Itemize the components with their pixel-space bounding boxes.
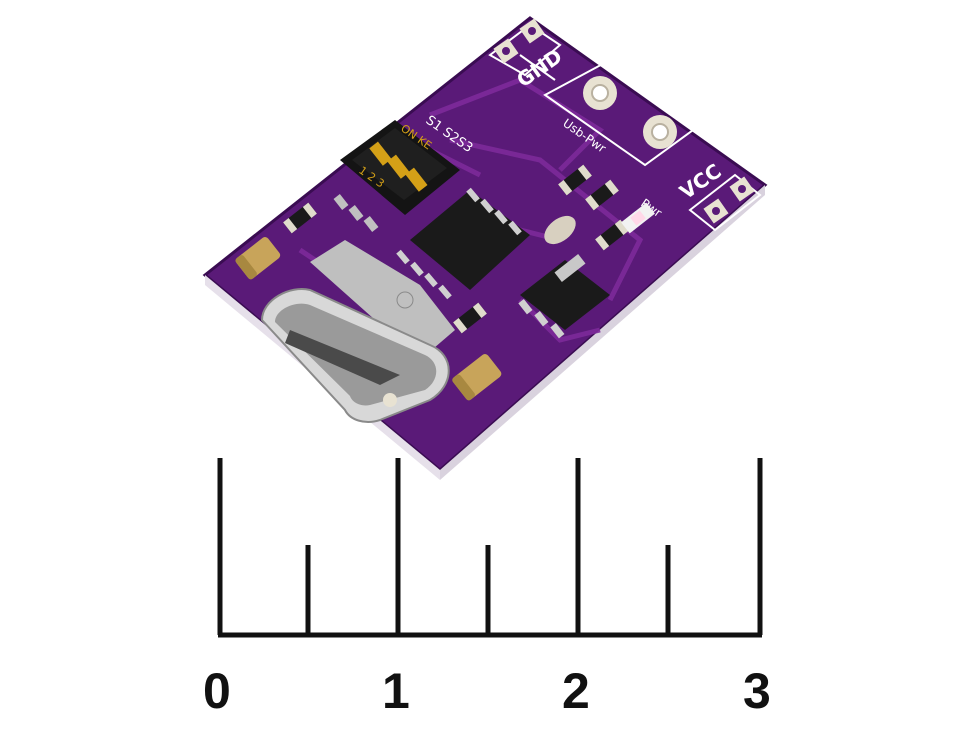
capacitor-c1 [235, 237, 281, 280]
dip-switch[interactable]: S1 S2S3 ON KE 1 2 3 [333, 113, 476, 232]
pcb-board: GND VCC Usb-Pwr Pwr S1 S2S3 ON KE 1 2 3 [202, 16, 768, 480]
ruler-label-3: 3 [743, 663, 771, 719]
capacitor-c2 [452, 354, 502, 401]
usb-c-opening [275, 303, 437, 406]
ruler-label-0: 0 [203, 663, 231, 719]
smd-resistors [283, 164, 655, 334]
ruler [217, 458, 763, 638]
ruler-label-2: 2 [562, 663, 590, 719]
regulator [518, 254, 610, 339]
power-pads [583, 76, 677, 149]
header-pads [493, 18, 755, 224]
usb-c-connector[interactable] [260, 240, 455, 423]
ruler-label-1: 1 [382, 663, 410, 719]
usb-c-shell-top [310, 240, 455, 360]
dip-slider-2[interactable] [387, 154, 410, 179]
dip-slider-3[interactable] [405, 167, 428, 192]
dip-slider-1[interactable] [369, 141, 392, 166]
ruler-labels: 0 1 2 3 [203, 663, 771, 719]
silkscreen-lines [488, 23, 762, 232]
main-ic [396, 187, 530, 300]
